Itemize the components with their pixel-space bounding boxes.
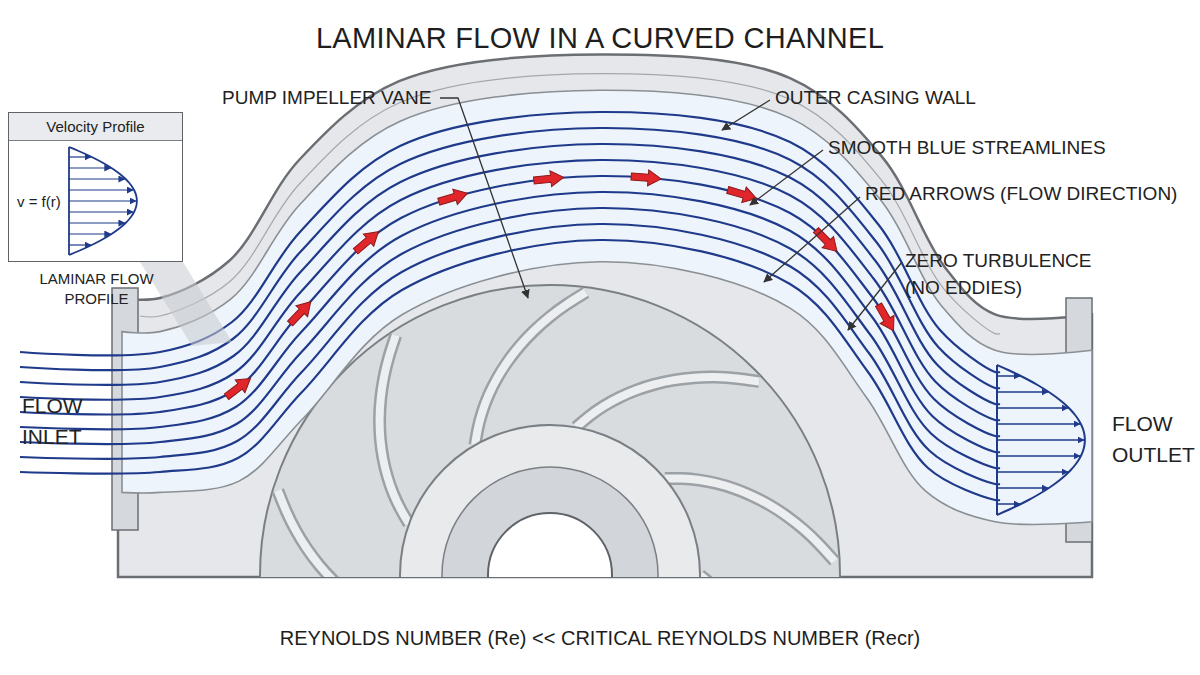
velocity-parabola: [69, 147, 137, 255]
title: LAMINAR FLOW IN A CURVED CHANNEL: [0, 22, 1200, 55]
velocity-arrow: [69, 200, 136, 201]
velocity-arrow: [69, 244, 91, 245]
flow-arrows: [222, 168, 901, 403]
impeller-vane: [380, 335, 409, 523]
leader-line: [722, 100, 770, 130]
impeller-vane: [576, 377, 759, 427]
flow-arrow: [810, 224, 842, 257]
impeller-vane: [475, 292, 586, 445]
velocity-arrow: [69, 167, 111, 168]
velocity-arrow: [997, 471, 1068, 473]
flow-arrow: [533, 169, 564, 188]
velocity-arrow: [997, 391, 1048, 393]
velocity-arrow: [997, 423, 1080, 425]
velocity-arrow: [69, 189, 133, 190]
leader-line: [764, 197, 860, 282]
callout-label: OUTER CASING WALL: [775, 87, 1035, 109]
velocity-profile-inset: Velocity Profilev = f(r)LAMINAR FLOW PRO…: [8, 112, 183, 262]
flow-arrow: [350, 226, 383, 258]
flow-arrow: [222, 372, 256, 403]
inset-caption: LAMINAR FLOW PROFILE: [29, 269, 164, 309]
shaft-bore: [488, 513, 612, 637]
impeller-vane: [700, 575, 777, 675]
streamline: [20, 224, 1000, 484]
velocity-parabola: [997, 365, 1085, 515]
impeller-vane: [475, 292, 586, 445]
impeller-vane: [278, 491, 409, 627]
outlet-profile: [997, 365, 1085, 515]
velocity-arrow: [997, 375, 1020, 377]
inset-heading: Velocity Profile: [9, 113, 182, 141]
velocity-arrow: [69, 211, 133, 212]
leader-line: [440, 98, 528, 298]
inset-pointer: [140, 262, 232, 346]
callout-label: ZERO TURBULENCE (NO EDDIES): [905, 247, 1125, 301]
impeller-vane: [613, 671, 670, 675]
callout-label: FLOW INLET: [22, 390, 102, 452]
velocity-arrow: [997, 487, 1048, 489]
callout-label: RED ARROWS (FLOW DIRECTION): [865, 183, 1195, 205]
flow-arrow: [631, 168, 662, 186]
velocity-arrow: [69, 233, 111, 234]
flow-arrow: [872, 301, 901, 335]
velocity-arrow: [69, 156, 91, 157]
velocity-arrow: [997, 455, 1080, 457]
velocity-arrow: [997, 439, 1084, 441]
leader-lines: [440, 98, 902, 330]
callout-label: PUMP IMPELLER VANE: [222, 87, 462, 109]
leader-line: [750, 150, 823, 205]
impeller-vane: [380, 335, 409, 523]
callout-label: SMOOTH BLUE STREAMLINES: [828, 137, 1128, 159]
flow-arrow: [437, 185, 470, 209]
impeller-vane: [278, 491, 409, 627]
velocity-arrow: [997, 407, 1068, 409]
impeller-vane: [576, 377, 759, 427]
velocity-arrow: [69, 178, 125, 179]
caption: REYNOLDS NUMBER (Re) << CRITICAL REYNOLD…: [0, 627, 1200, 650]
callout-label: FLOW OUTLET: [1112, 408, 1198, 470]
leader-line: [848, 262, 902, 330]
formula: v = f(r): [17, 193, 77, 210]
velocity-arrow: [69, 222, 125, 223]
streamline: [20, 240, 1000, 500]
velocity-arrow: [997, 503, 1020, 505]
flow-arrow: [284, 296, 316, 329]
impeller-vane: [700, 575, 777, 675]
impeller-vane: [613, 671, 670, 675]
